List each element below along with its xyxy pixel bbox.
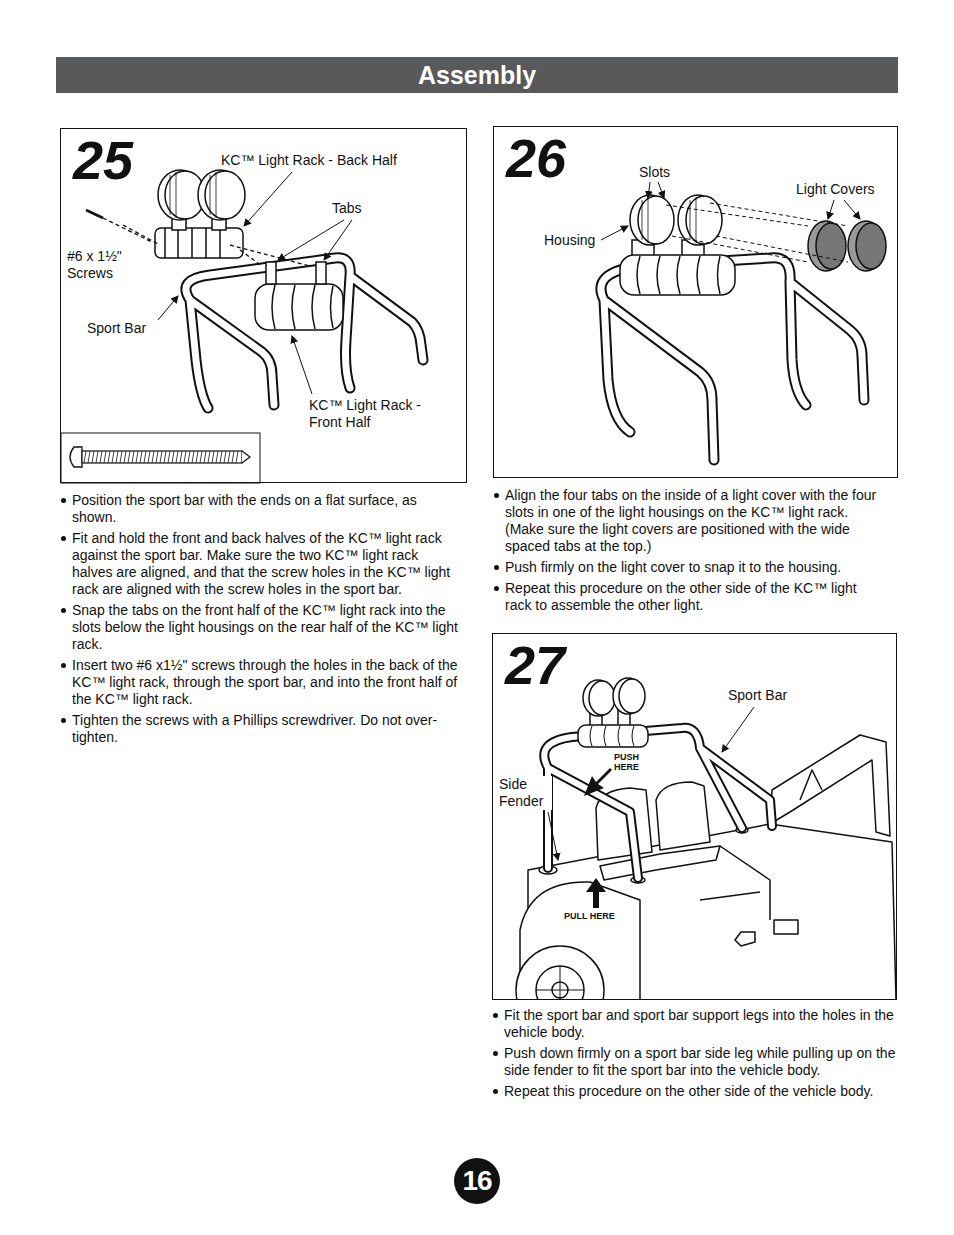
instruction-text: Repeat this procedure on the other side … [504,1083,873,1099]
leader-lines-25 [158,172,352,394]
part-name: KC™ Light Rack - Back Half [220,152,398,169]
pull-instruction: PULL HERE [563,911,616,921]
instruction-text: Align the four tabs on the inside of a l… [505,487,876,554]
instruction-item: Repeat this procedure on the other side … [493,580,885,614]
instruction-item: Fit and hold the front and back halves o… [60,530,460,598]
bullet-dot [493,1089,498,1094]
instruction-item: Push down firmly on a sport bar side leg… [492,1045,896,1079]
screw-detail [61,433,260,483]
part-name: Housing [543,232,596,249]
leader-lines-27 [548,707,754,860]
instruction-item: Push firmly on the light cover to snap i… [493,559,885,576]
instruction-text: Insert two #6 x1½" screws through the ho… [72,657,458,707]
bullet-dot [61,663,66,668]
part-name: Sport Bar [86,320,147,337]
part-name: KC™ Light Rack - Front Half [308,397,438,431]
instruction-text: Fit the sport bar and sport bar support … [504,1007,894,1040]
instruction-list: Align the four tabs on the inside of a l… [493,487,885,618]
part-name: Slots [638,164,671,181]
step-number: 27 [505,636,565,695]
instruction-text: Repeat this procedure on the other side … [505,580,857,613]
instruction-text: Position the sport bar with the ends on … [72,492,417,525]
page-number-circle: 16 [454,1158,500,1204]
instruction-list: Fit the sport bar and sport bar support … [492,1007,896,1104]
push-instruction: PUSH HERE [613,752,649,773]
instruction-list: Position the sport bar with the ends on … [60,492,460,750]
instruction-item: Fit the sport bar and sport bar support … [492,1007,896,1041]
bullet-dot [494,586,499,591]
title-text: Assembly [418,61,536,90]
part-name: Tabs [331,200,363,217]
step-panel: 27 [492,633,897,1000]
instruction-text: Snap the tabs on the front half of the K… [72,602,458,652]
light-rack-front-half [255,262,343,330]
bullet-dot [61,498,66,503]
bullet-dot [61,608,66,613]
title-band: Assembly [56,57,898,93]
instruction-text: Push down firmly on a sport bar side leg… [504,1045,895,1078]
bullet-dot [494,493,499,498]
part-name: Side Fender [498,776,552,810]
instruction-item: Insert two #6 x1½" screws through the ho… [60,657,460,708]
instruction-item: Repeat this procedure on the other side … [492,1083,896,1100]
step-number: 26 [506,129,566,188]
instruction-item: Tighten the screws with a Phillips screw… [60,712,460,746]
light-covers [666,203,886,271]
instruction-text: Push firmly on the light cover to snap i… [505,559,841,575]
instruction-item: Align the four tabs on the inside of a l… [493,487,885,555]
bullet-dot [494,565,499,570]
instruction-text: Fit and hold the front and back halves o… [72,530,450,597]
instruction-item: Position the sport bar with the ends on … [60,492,460,526]
step-panel: 26 [493,126,898,478]
part-name: Light Covers [795,181,876,198]
push-pull-arrows [584,768,612,908]
bullet-dot [493,1013,498,1018]
instruction-text: Tighten the screws with a Phillips screw… [72,712,437,745]
light-rack-assembled [620,195,735,295]
part-name: Sport Bar [727,687,788,704]
bullet-dot [61,536,66,541]
vehicle-drawing [516,678,896,999]
bullet-dot [493,1051,498,1056]
step-number: 25 [73,131,133,190]
bullet-dot [61,718,66,723]
instruction-item: Snap the tabs on the front half of the K… [60,602,460,653]
part-name: #6 x 1½" Screws [66,248,132,282]
page-number: 16 [462,1167,491,1195]
sport-bar-25 [186,258,423,408]
